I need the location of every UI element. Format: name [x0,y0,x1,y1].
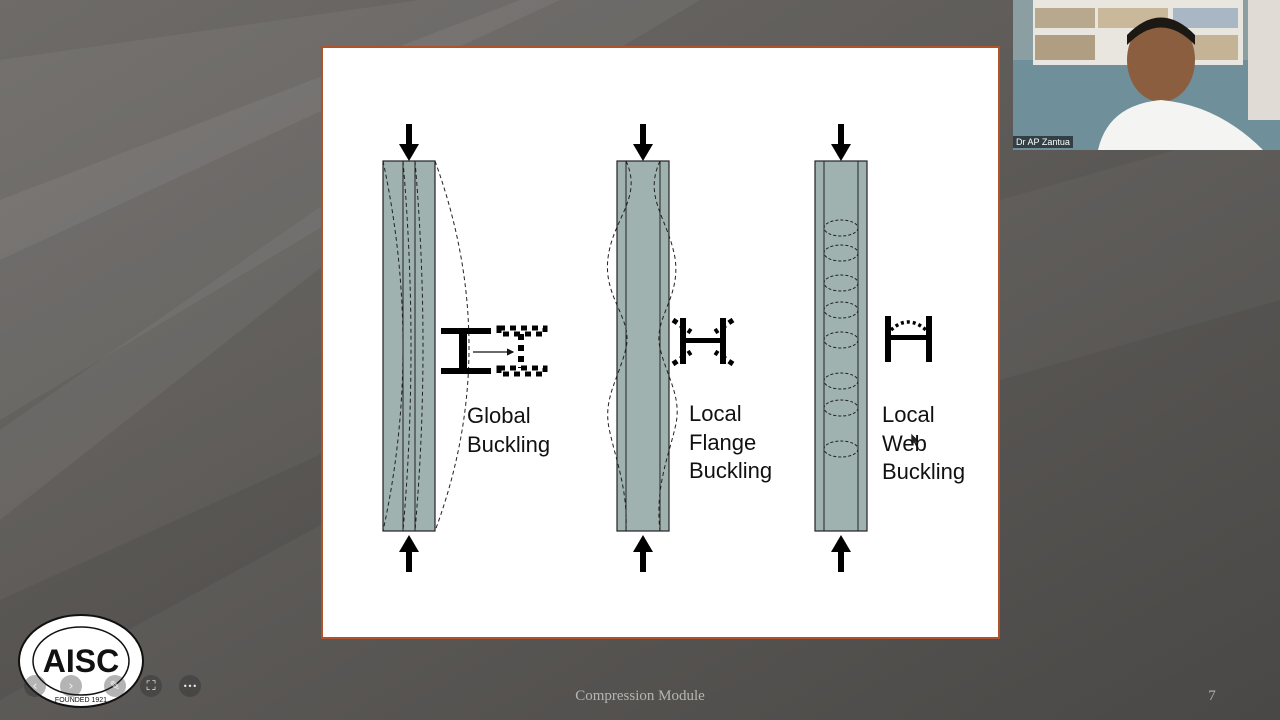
pen-tool-button[interactable]: ✎ [104,675,126,697]
zoom-icon: ⛶ [146,678,156,694]
web-section-icon [885,316,932,362]
mouse-cursor-icon [910,432,921,450]
participant-name: Dr AP Zantua [1013,136,1073,148]
global-section-icon [441,325,548,377]
slide-number: 7 [1208,688,1216,704]
video-feed [1013,0,1280,150]
buckling-diagram [382,124,932,572]
flange-section-icon [671,317,735,367]
participant-video[interactable] [1013,0,1280,150]
next-icon: › [68,678,74,694]
flange-buckling-column [606,160,678,532]
next-slide-button[interactable]: › [60,675,82,697]
aisc-logo: AISC FOUNDED 1921 [18,614,144,708]
pen-icon: ✎ [109,678,121,694]
previous-icon: ‹ [32,678,38,694]
more-options-button[interactable]: ••• [179,675,201,697]
more-icon: ••• [182,681,198,691]
logo-founded: FOUNDED 1921 [55,697,107,704]
flange-buckling-label: Local Flange Buckling [689,401,773,483]
global-load-arrows [399,124,419,572]
previous-slide-button[interactable]: ‹ [24,675,46,697]
global-buckling-column [382,160,470,532]
web-buckling-label: Local Web Buckling [882,402,966,484]
flange-load-arrows [633,124,653,572]
logo-letters: AISC [43,643,119,679]
web-buckling-column [814,160,868,532]
slide-frame: Global Buckling Local Flange Buckling Lo… [321,46,1000,639]
footer-title: Compression Module [575,688,705,704]
web-load-arrows [831,124,851,572]
global-buckling-label: Global Buckling [467,403,551,457]
zoom-button[interactable]: ⛶ [140,675,162,697]
